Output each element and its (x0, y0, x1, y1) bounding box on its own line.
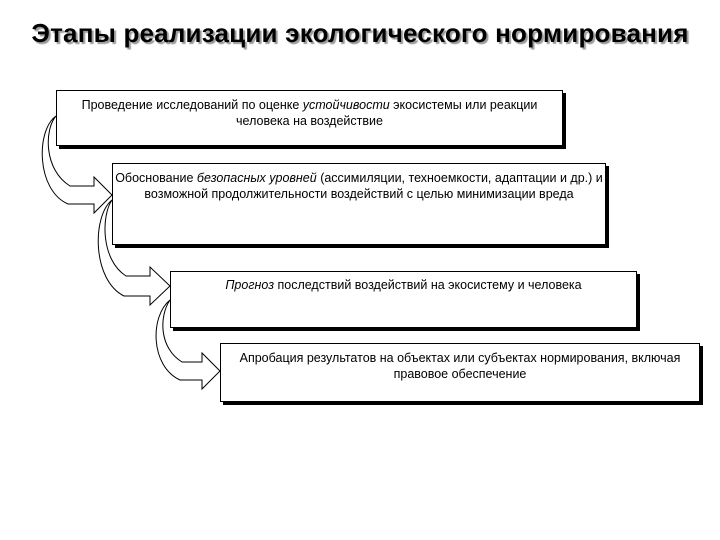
page-title: Этапы реализации экологического нормиров… (31, 18, 689, 48)
step-1-segment: Проведение исследований по оценке (81, 98, 303, 112)
curved-arrow-1 (41, 115, 113, 215)
step-3-segment: последствий воздействий на экосистему и … (274, 278, 582, 292)
curved-arrow-3 (155, 299, 221, 391)
curved-arrow-2 (97, 199, 171, 307)
step-box-2: Обоснование безопасных уровней (ассимиля… (112, 163, 606, 245)
step-text-2: Обоснование безопасных уровней (ассимиля… (113, 170, 605, 202)
step-text-1: Проведение исследований по оценке устойч… (57, 97, 562, 129)
step-1-segment: экосистемы или реакции человека на возде… (236, 98, 538, 128)
step-2-segment: (ассимиляции, техноемкости, адаптации и … (144, 171, 603, 201)
step-box-3: Прогноз последствий воздействий на экоси… (170, 271, 637, 328)
step-4-segment: Апробация результатов на объектах или су… (239, 351, 681, 381)
step-3-segment: Прогноз (225, 278, 275, 292)
step-text-4: Апробация результатов на объектах или су… (221, 350, 699, 382)
step-text-3: Прогноз последствий воздействий на экоси… (171, 277, 636, 293)
step-2-segment: Обоснование (115, 171, 197, 185)
step-1-segment: устойчивости (302, 98, 390, 112)
step-box-1: Проведение исследований по оценке устойч… (56, 90, 563, 146)
step-2-segment: безопасных уровней (196, 171, 317, 185)
step-box-4: Апробация результатов на объектах или су… (220, 343, 700, 402)
